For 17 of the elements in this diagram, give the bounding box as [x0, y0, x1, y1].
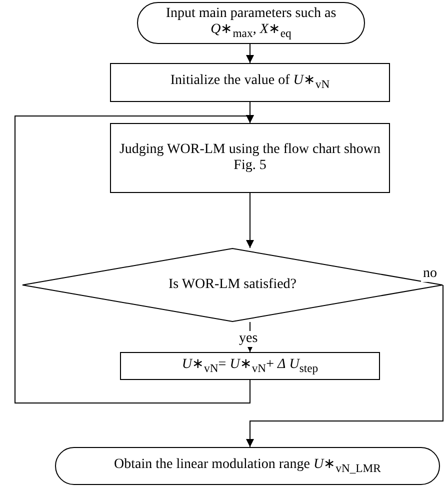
arrow: [246, 284, 444, 448]
arrow: [246, 192, 254, 248]
decision-text: Is WOR-LM satisfied?: [168, 276, 297, 294]
terminal-shape: [137, 2, 365, 44]
arrow: [14, 115, 254, 404]
process-box: [120, 352, 380, 380]
decision-diamond: [22, 248, 443, 322]
step-text: U∗$_{vN}$= U∗$_{vN}$+ Δ U$_{step}$: [182, 356, 318, 376]
terminal-shape: [55, 447, 440, 485]
arrow: [246, 44, 254, 64]
process-box: [110, 123, 390, 193]
step-text: Obtain the linear modulation range U∗$_{vN_LMR}$: [114, 456, 381, 476]
process-box: [110, 63, 390, 102]
step-text: Judging WOR-LM using the flow chart shown Fig. 5: [118, 142, 382, 174]
edge-label: yes: [237, 331, 260, 347]
step-text: Initialize the value of U∗$_{vN}$: [170, 73, 330, 92]
step-text: Input main parameters such as Q∗$_{max}$, X∗$_{eq}$: [164, 6, 338, 40]
